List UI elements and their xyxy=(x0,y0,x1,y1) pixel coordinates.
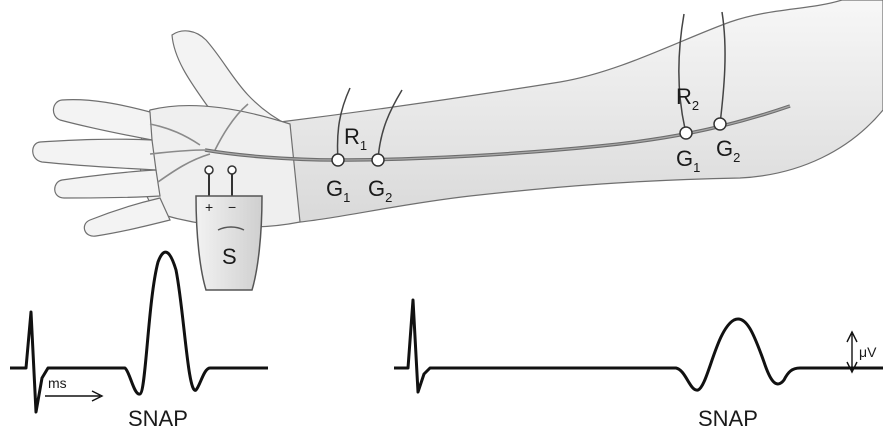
snap-trace-2: μV SNAP xyxy=(394,300,883,431)
electrode-g1-site-2 xyxy=(680,127,692,139)
finger-ring xyxy=(55,170,160,198)
stimulator-minus-label: − xyxy=(228,199,236,215)
stimulator-label: S xyxy=(222,244,237,269)
trace-2-waveform xyxy=(394,300,883,392)
snap-label-1: SNAP xyxy=(128,406,188,431)
electrode-g2-site-2 xyxy=(714,118,726,130)
electrode-g1-site-1 xyxy=(332,154,344,166)
amplitude-unit-label: μV xyxy=(859,344,877,360)
finger-little xyxy=(84,198,170,236)
stimulator-plus-label: + xyxy=(205,199,213,215)
finger-middle xyxy=(33,139,156,170)
finger-index xyxy=(53,100,152,140)
stimulator-cathode xyxy=(228,166,236,174)
time-unit-label: ms xyxy=(48,375,67,391)
stimulator-anode xyxy=(205,166,213,174)
arm-illustration xyxy=(33,0,883,236)
electrode-g2-site-1 xyxy=(372,154,384,166)
snap-label-2: SNAP xyxy=(698,406,758,431)
